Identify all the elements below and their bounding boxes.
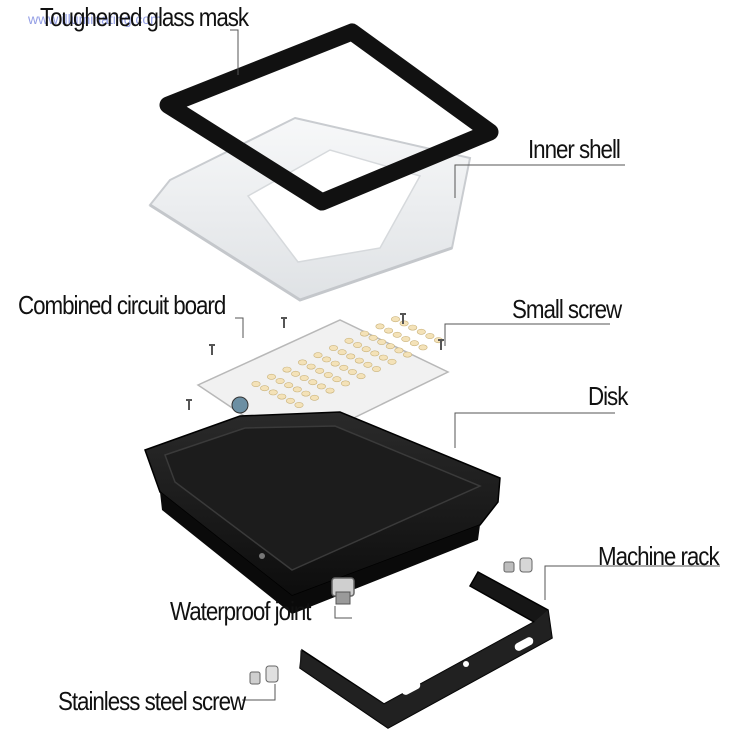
disk-housing-part bbox=[144, 411, 501, 614]
led-chip bbox=[361, 346, 371, 353]
led-chip bbox=[322, 356, 332, 363]
led-chip bbox=[323, 372, 333, 378]
led-chip bbox=[344, 337, 354, 344]
label-waterproof-joint: Waterproof joint bbox=[170, 596, 312, 626]
label-small-screw: Small screw bbox=[512, 294, 622, 324]
led-chip bbox=[387, 358, 397, 365]
led-chip bbox=[308, 379, 318, 386]
label-machine-rack: Machine rack bbox=[598, 541, 720, 571]
led-chip bbox=[284, 382, 294, 389]
led-chip bbox=[332, 376, 342, 383]
led-chip bbox=[282, 366, 292, 373]
led-chip bbox=[356, 373, 366, 380]
led-chip bbox=[390, 316, 400, 323]
leader-lines bbox=[230, 29, 720, 701]
label-combined-circuit-board: Combined circuit board bbox=[18, 290, 226, 320]
led-chip bbox=[291, 370, 301, 377]
led-chip bbox=[371, 366, 381, 372]
stainless-steel-screw-icons bbox=[249, 665, 279, 685]
led-chip bbox=[294, 402, 304, 408]
led-chip bbox=[346, 353, 356, 360]
led-chip bbox=[385, 343, 395, 350]
led-chip bbox=[316, 383, 326, 390]
label-inner-shell: Inner shell bbox=[528, 134, 621, 164]
led-chip bbox=[425, 333, 435, 339]
led-chip bbox=[301, 390, 311, 397]
led-chip bbox=[297, 359, 307, 366]
led-chip bbox=[416, 328, 426, 335]
led-array bbox=[251, 316, 443, 408]
led-chip bbox=[377, 339, 387, 345]
led-chip bbox=[266, 373, 276, 380]
led-chip bbox=[353, 342, 363, 348]
led-chip bbox=[384, 327, 394, 334]
led-chip bbox=[268, 389, 278, 396]
led-chip bbox=[337, 349, 347, 356]
bracket-screw-icons bbox=[503, 557, 533, 573]
watermark-text: www.illuminating.com bbox=[28, 11, 162, 27]
waterproof-joint-part bbox=[331, 577, 355, 605]
led-chip bbox=[370, 350, 380, 357]
led-chip bbox=[292, 386, 302, 393]
led-chip bbox=[409, 340, 419, 347]
led-chip bbox=[315, 367, 325, 374]
led-chip bbox=[368, 334, 378, 341]
led-chip bbox=[330, 360, 340, 367]
led-chip bbox=[328, 345, 338, 351]
machine-rack-part bbox=[299, 570, 553, 729]
led-chip bbox=[306, 363, 316, 370]
led-chip bbox=[392, 331, 402, 338]
led-chip bbox=[340, 380, 350, 387]
led-chip bbox=[275, 378, 285, 384]
label-stainless-steel-screw: Stainless steel screw bbox=[58, 686, 246, 716]
small-screw-icons bbox=[186, 313, 444, 410]
led-chip bbox=[359, 330, 369, 337]
led-chip bbox=[363, 361, 373, 368]
led-chip bbox=[325, 387, 335, 394]
led-chip bbox=[375, 323, 385, 330]
led-chip bbox=[347, 369, 357, 375]
led-chip bbox=[299, 375, 309, 381]
led-chip bbox=[285, 397, 295, 404]
led-chip bbox=[309, 394, 319, 401]
led-chip bbox=[354, 357, 364, 364]
label-toughened-glass-mask: Toughened glass mask bbox=[40, 2, 249, 32]
led-chip bbox=[260, 385, 270, 392]
led-chip bbox=[402, 351, 412, 358]
led-chip bbox=[399, 320, 409, 327]
led-chip bbox=[394, 347, 404, 354]
led-chip bbox=[418, 344, 428, 351]
led-chip bbox=[401, 336, 411, 342]
label-disk: Disk bbox=[588, 381, 628, 411]
led-chip bbox=[313, 352, 323, 359]
led-chip bbox=[251, 381, 261, 387]
led-chip bbox=[378, 354, 388, 361]
led-chip bbox=[277, 393, 287, 400]
led-chip bbox=[339, 364, 349, 371]
toughened-glass-mask-part bbox=[159, 23, 499, 211]
inner-shell-part bbox=[148, 116, 472, 302]
led-chip bbox=[408, 324, 418, 331]
